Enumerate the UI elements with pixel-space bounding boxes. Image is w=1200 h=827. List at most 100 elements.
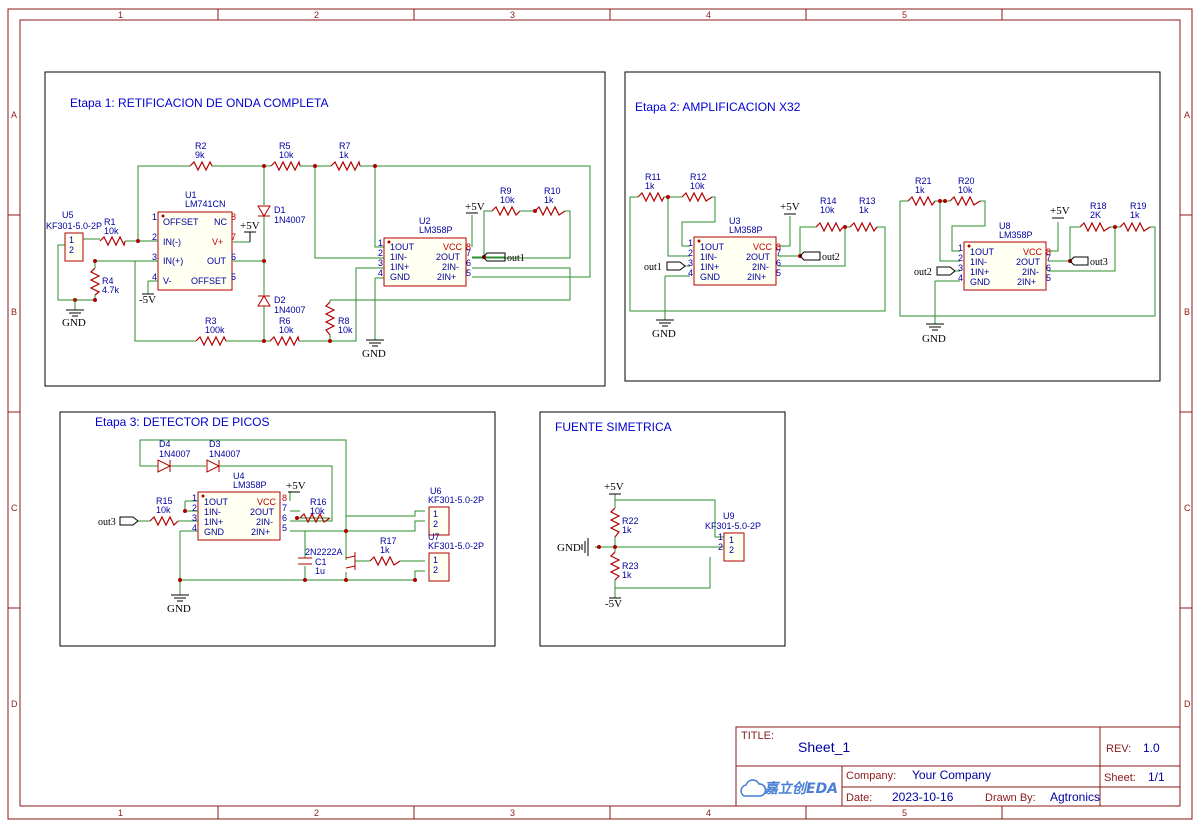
- r18-resistor[interactable]: R18 2K: [1079, 201, 1111, 233]
- zone-col-5-bottom: 5: [902, 808, 907, 818]
- r8-value: 10k: [338, 325, 353, 335]
- p5v-label-u2: +5V: [465, 201, 485, 213]
- r7-ref: R7: [339, 141, 351, 151]
- r21-resistor[interactable]: R21 1k: [907, 176, 936, 207]
- u1-pin-inm: IN(-): [163, 237, 181, 247]
- u1-pin-vp: V+: [212, 237, 223, 247]
- r4-ref: R4: [102, 276, 114, 286]
- r7-resistor[interactable]: R7 1k: [330, 141, 361, 172]
- zone-row-b: B: [11, 307, 17, 317]
- out2-label-u3: out2: [822, 252, 840, 263]
- u4-pinnum-7: 7: [282, 503, 287, 513]
- u2-pin-vcc: VCC: [443, 242, 463, 252]
- r19-resistor[interactable]: R19 1k: [1119, 201, 1151, 233]
- u2-pin-2in+: 2IN+: [437, 272, 456, 282]
- r4-resistor[interactable]: R4 4.7k: [89, 267, 120, 296]
- r12-value: 10k: [690, 181, 705, 191]
- r22-resistor[interactable]: R22 1k: [609, 507, 639, 538]
- r23-resistor[interactable]: R23 1k: [609, 551, 639, 581]
- r1-resistor[interactable]: R1 10k: [99, 217, 126, 247]
- r15-resistor[interactable]: R15 10k: [149, 496, 179, 527]
- out3-label-u4: out3: [98, 517, 116, 528]
- d3-diode[interactable]: D3 1N4007: [206, 439, 241, 473]
- out2-label-u8: out2: [914, 267, 932, 278]
- u8-opamp[interactable]: U8 LM358P 1OUT 1IN- 1IN+ GND VCC 2OUT 2I…: [958, 221, 1051, 291]
- u4-pin-2in+: 2IN+: [251, 527, 270, 537]
- u7-connector[interactable]: 1 2 U7 KF301-5.0-2P: [428, 532, 484, 582]
- r6-resistor[interactable]: R6 10k: [269, 316, 300, 347]
- d1-diode[interactable]: D1 1N4007: [257, 205, 306, 225]
- gnd-symbol-2: GND: [362, 339, 386, 360]
- r2-resistor[interactable]: R2 9k: [189, 141, 213, 172]
- r9-resistor[interactable]: R9 10k: [491, 186, 521, 217]
- gnd-symbol-1: GND: [62, 300, 86, 329]
- p5v-label-u3: +5V: [780, 201, 800, 213]
- block-fuente: [539, 411, 786, 647]
- out2-netport-u8: out2: [914, 266, 956, 278]
- u1-pinnum-2: 2: [152, 232, 157, 242]
- zone-row-c-right: C: [1184, 503, 1191, 513]
- u1-pinnum-5: 5: [231, 272, 236, 282]
- u3-pinnum-5: 5: [776, 268, 781, 278]
- zone-row-b-right: B: [1184, 307, 1190, 317]
- c1-capacitor[interactable]: C1 1u: [298, 557, 327, 576]
- d3-value: 1N4007: [209, 449, 241, 459]
- r17-resistor[interactable]: R17 1k: [369, 536, 401, 567]
- p5v-label-u4: +5V: [286, 480, 306, 492]
- zone-row-a-right: A: [1184, 110, 1190, 120]
- u9-connector[interactable]: 1 2 1 2 U9 KF301-5.0-2P: [705, 511, 761, 562]
- d4-value: 1N4007: [159, 449, 191, 459]
- u5-pin-2: 2: [69, 245, 74, 255]
- c1-ref: C1: [315, 557, 327, 567]
- u1-pin-offset: OFFSET: [163, 217, 199, 227]
- d4-diode[interactable]: D4 1N4007: [157, 439, 191, 473]
- r3-resistor[interactable]: R3 100k: [195, 316, 227, 347]
- u2-pinnum-3: 3: [378, 258, 383, 268]
- u6-pin-1: 1: [433, 509, 438, 519]
- u3-pinnum-4: 4: [688, 268, 693, 278]
- u8-pin-2in-: 2IN-: [1022, 267, 1039, 277]
- u2-pinnum-6: 6: [466, 258, 471, 268]
- u2-pinnum-7: 7: [466, 248, 471, 258]
- u1-pinnum-3: 3: [152, 252, 157, 262]
- out1-netport: out1: [482, 252, 525, 264]
- r11-resistor[interactable]: R11 1k: [637, 172, 665, 203]
- u7-ref: U7: [428, 532, 440, 542]
- p5v-label-fuente: +5V: [604, 481, 624, 493]
- out3-netport-u8: out3: [1069, 256, 1108, 268]
- r18-ref: R18: [1090, 201, 1107, 211]
- u3-pin-2in-: 2IN-: [752, 262, 769, 272]
- r20-resistor[interactable]: R20 10k: [949, 176, 981, 207]
- r9-ref: R9: [500, 186, 512, 196]
- d2-value: 1N4007: [274, 305, 306, 315]
- u3-opamp[interactable]: U3 LM358P 1OUT 1IN- 1IN+ GND VCC 2OUT 2I…: [688, 216, 781, 286]
- zone-labels: 1 2 3 4 5 1 2 3 4 5 A B C D A B C D: [11, 10, 1191, 818]
- u1-opamp[interactable]: U1 LM741CN OFFSET NC IN(-) V+ IN(+) OUT …: [152, 190, 236, 291]
- u9-pinnum-1: 1: [718, 532, 723, 542]
- u6-connector[interactable]: 1 2 U6 KF301-5.0-2P: [428, 486, 484, 536]
- out3-label-u8: out3: [1090, 257, 1108, 268]
- u1-value: LM741CN: [185, 199, 226, 209]
- u2-opamp[interactable]: U2 LM358P 1OUT 1IN- 1IN+ GND VCC 2OUT 2I…: [378, 216, 471, 287]
- d2-diode[interactable]: D2 1N4007: [257, 295, 306, 315]
- r5-resistor[interactable]: R5 10k: [270, 141, 301, 172]
- r7-value: 1k: [339, 150, 349, 160]
- r20-value: 10k: [958, 185, 973, 195]
- r14-resistor[interactable]: R14 10k: [815, 196, 844, 233]
- r13-resistor[interactable]: R13 1k: [849, 196, 878, 233]
- zone-col-1: 1: [118, 10, 123, 20]
- r8-resistor[interactable]: R8 10k: [324, 301, 353, 336]
- r12-resistor[interactable]: R12 10k: [681, 172, 713, 203]
- u5-connector[interactable]: 1 2 U5 KF301-5.0-2P: [46, 210, 102, 262]
- gnd-label-2: GND: [362, 348, 386, 360]
- u4-opamp[interactable]: U4 LM358P 1OUT 1IN- 1IN+ GND VCC 2OUT 2I…: [192, 471, 287, 541]
- r4-value: 4.7k: [102, 285, 120, 295]
- drawn-value: Agtronics: [1050, 790, 1100, 804]
- q1-transistor[interactable]: 2N2222A: [305, 547, 356, 570]
- r10-resistor[interactable]: R10 1k: [534, 186, 566, 217]
- r16-resistor[interactable]: R16 10k: [299, 497, 331, 524]
- u2-pin-1in-: 1IN-: [390, 252, 407, 262]
- u2-pinnum-2: 2: [378, 248, 383, 258]
- u1-pinnum-7: 7: [231, 232, 236, 242]
- u1-pin-out: OUT: [207, 256, 227, 266]
